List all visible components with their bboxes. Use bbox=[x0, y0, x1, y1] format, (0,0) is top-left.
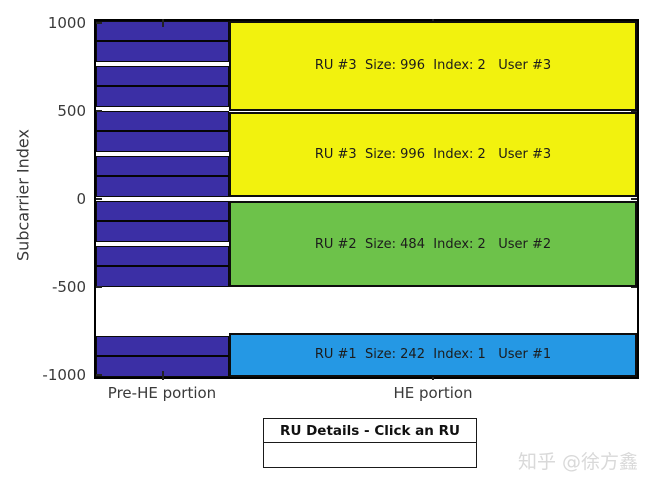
ru-block-ru3[interactable]: RU #3 Size: 996 Index: 2 User #3 bbox=[229, 111, 637, 197]
segment-center-line bbox=[95, 175, 230, 178]
y-tick-label: -500 bbox=[51, 277, 86, 296]
pre-he-segment bbox=[95, 200, 230, 243]
segment-center-line bbox=[95, 354, 230, 357]
segment-center-line bbox=[95, 40, 230, 43]
y-tick-mark-left bbox=[96, 198, 102, 200]
y-tick-mark-left bbox=[96, 22, 102, 25]
ru-block-label: RU #3 Size: 996 Index: 2 User #3 bbox=[314, 146, 552, 162]
pre-he-segment bbox=[95, 335, 230, 377]
segment-center-line bbox=[95, 85, 230, 88]
segment-center-line bbox=[95, 264, 230, 267]
y-tick-label: 1000 bbox=[47, 14, 86, 33]
plot-area: RU #3 Size: 996 Index: 2 User #3 RU #3 Si… bbox=[94, 19, 639, 380]
pre-he-segment bbox=[95, 155, 230, 198]
y-axis-title: Subcarrier Index bbox=[13, 129, 33, 261]
ru-block-label: RU #2 Size: 484 Index: 2 User #2 bbox=[314, 236, 552, 252]
segment-center-line bbox=[95, 219, 230, 222]
ru-block-label: RU #3 Size: 996 Index: 2 User #3 bbox=[314, 58, 552, 74]
x-tick-mark-bottom bbox=[162, 371, 164, 380]
ru-details-value bbox=[264, 443, 476, 466]
ru-block-ru3[interactable]: RU #3 Size: 996 Index: 2 User #3 bbox=[229, 21, 637, 111]
y-tick-mark-left bbox=[96, 373, 102, 376]
pre-he-segment bbox=[95, 21, 230, 63]
segment-center-line bbox=[95, 130, 230, 133]
pre-he-segment bbox=[95, 110, 230, 153]
pre-he-segment bbox=[95, 245, 230, 288]
watermark: 知乎 @徐方鑫 bbox=[518, 451, 639, 473]
y-tick-mark-right bbox=[631, 198, 637, 200]
x-category-label-pre-he: Pre-HE portion bbox=[107, 384, 217, 402]
ru-details-panel: RU Details - Click an RU bbox=[263, 418, 477, 468]
pre-he-segment bbox=[95, 65, 230, 108]
y-tick-mark-right bbox=[631, 110, 637, 113]
ru-block-ru2[interactable]: RU #2 Size: 484 Index: 2 User #2 bbox=[229, 201, 637, 288]
y-tick-mark-left bbox=[96, 110, 102, 113]
y-tick-label: -1000 bbox=[42, 365, 86, 384]
y-tick-mark-left bbox=[96, 285, 102, 288]
x-category-label-he: HE portion bbox=[393, 384, 473, 402]
ru-block-label: RU #1 Size: 242 Index: 1 User #1 bbox=[314, 347, 552, 363]
y-tick-label: 500 bbox=[57, 102, 86, 121]
x-tick-mark-top bbox=[162, 19, 164, 27]
ru-block-ru1[interactable]: RU #1 Size: 242 Index: 1 User #1 bbox=[229, 332, 637, 377]
ru-details-title: RU Details - Click an RU bbox=[264, 419, 476, 443]
y-tick-label: 0 bbox=[76, 190, 86, 208]
